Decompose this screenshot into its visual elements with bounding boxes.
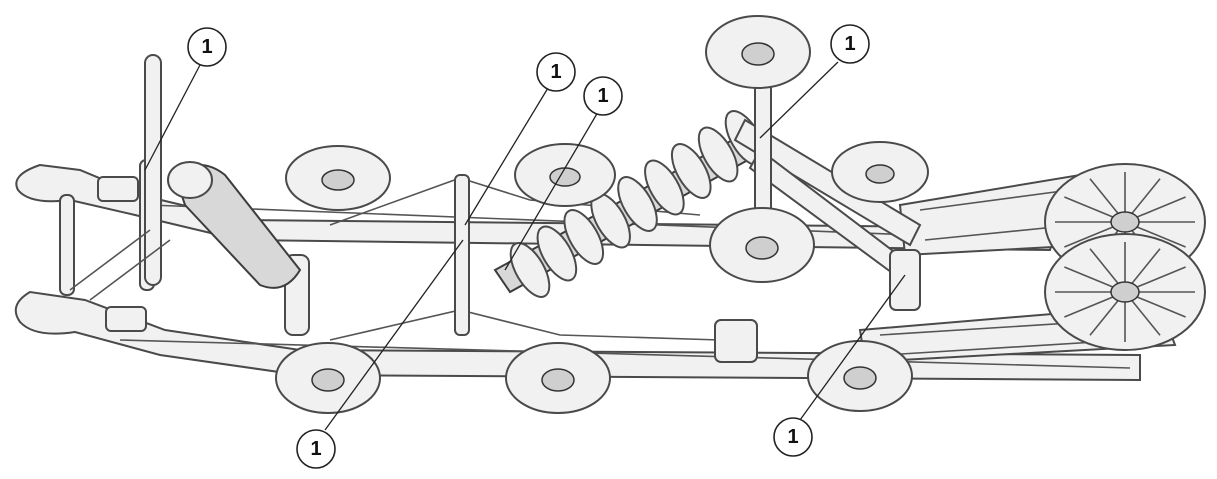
coil-ring xyxy=(697,126,739,183)
middle-wheel xyxy=(709,207,815,283)
idler-wheel-lower-1 xyxy=(275,342,381,414)
rear-spoked-wheels xyxy=(1044,163,1206,351)
leader-line xyxy=(464,87,549,226)
idler-wheel-upper-3 xyxy=(831,141,929,203)
callout-1: 1 xyxy=(830,24,870,64)
cross-frame xyxy=(59,54,721,341)
leader-line xyxy=(504,111,599,271)
coil-ring xyxy=(617,176,658,232)
lower-idler-wheels xyxy=(275,340,913,414)
callout-label: 1 xyxy=(201,36,212,58)
callout-1: 1 xyxy=(583,76,623,116)
callout-1: 1 xyxy=(773,417,813,457)
front-shock xyxy=(97,161,302,332)
callout-label: 1 xyxy=(550,61,561,83)
top-wheel xyxy=(705,15,811,89)
leader-line xyxy=(144,64,201,171)
idler-wheel-upper-1 xyxy=(285,145,391,211)
coil-ring xyxy=(509,242,551,298)
callout-1: 1 xyxy=(187,27,227,67)
upper-idler-wheels xyxy=(285,141,929,211)
leader-line xyxy=(759,61,839,139)
leader-line xyxy=(799,274,906,421)
rear-wheel-lower xyxy=(1044,233,1206,351)
coil-ring xyxy=(563,209,605,265)
callout-label: 1 xyxy=(597,85,608,107)
coil-ring xyxy=(536,225,578,282)
rear-arms xyxy=(714,49,922,363)
idler-wheel-lower-3 xyxy=(807,340,913,412)
callout-1: 1 xyxy=(536,52,576,92)
coil-ring xyxy=(670,143,712,199)
callout-1: 1 xyxy=(296,429,336,469)
callout-label: 1 xyxy=(787,426,798,448)
callout-group: 1 1 1 1 1 1 xyxy=(144,24,906,469)
callout-label: 1 xyxy=(310,438,321,460)
top-axle-wheels xyxy=(705,15,815,283)
idler-wheel-upper-2 xyxy=(514,143,616,207)
leader-line xyxy=(324,239,464,431)
callout-label: 1 xyxy=(844,33,855,55)
coil-ring xyxy=(644,159,685,216)
idler-wheel-lower-2 xyxy=(505,342,611,414)
